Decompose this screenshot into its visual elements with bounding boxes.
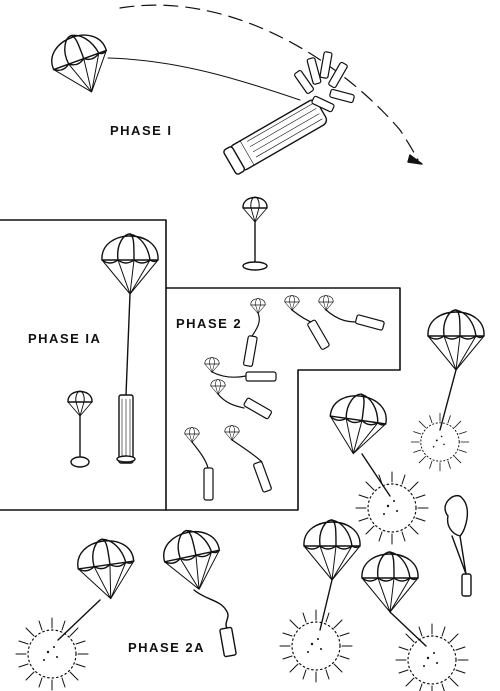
phase-frame-lines: [0, 219, 401, 511]
phase-1a-scene: [67, 233, 159, 468]
phase-1-scene: [44, 4, 423, 175]
phase-2-label: PHASE 2: [176, 316, 243, 331]
phase-1-label: PHASE I: [110, 123, 173, 138]
phase-2-scene: [184, 294, 385, 501]
phase-2a-scene: [15, 309, 485, 691]
central-parachute: [242, 196, 268, 271]
phase-1a-label: PHASE IA: [28, 331, 102, 346]
phase-2a-label: PHASE 2A: [128, 640, 206, 655]
